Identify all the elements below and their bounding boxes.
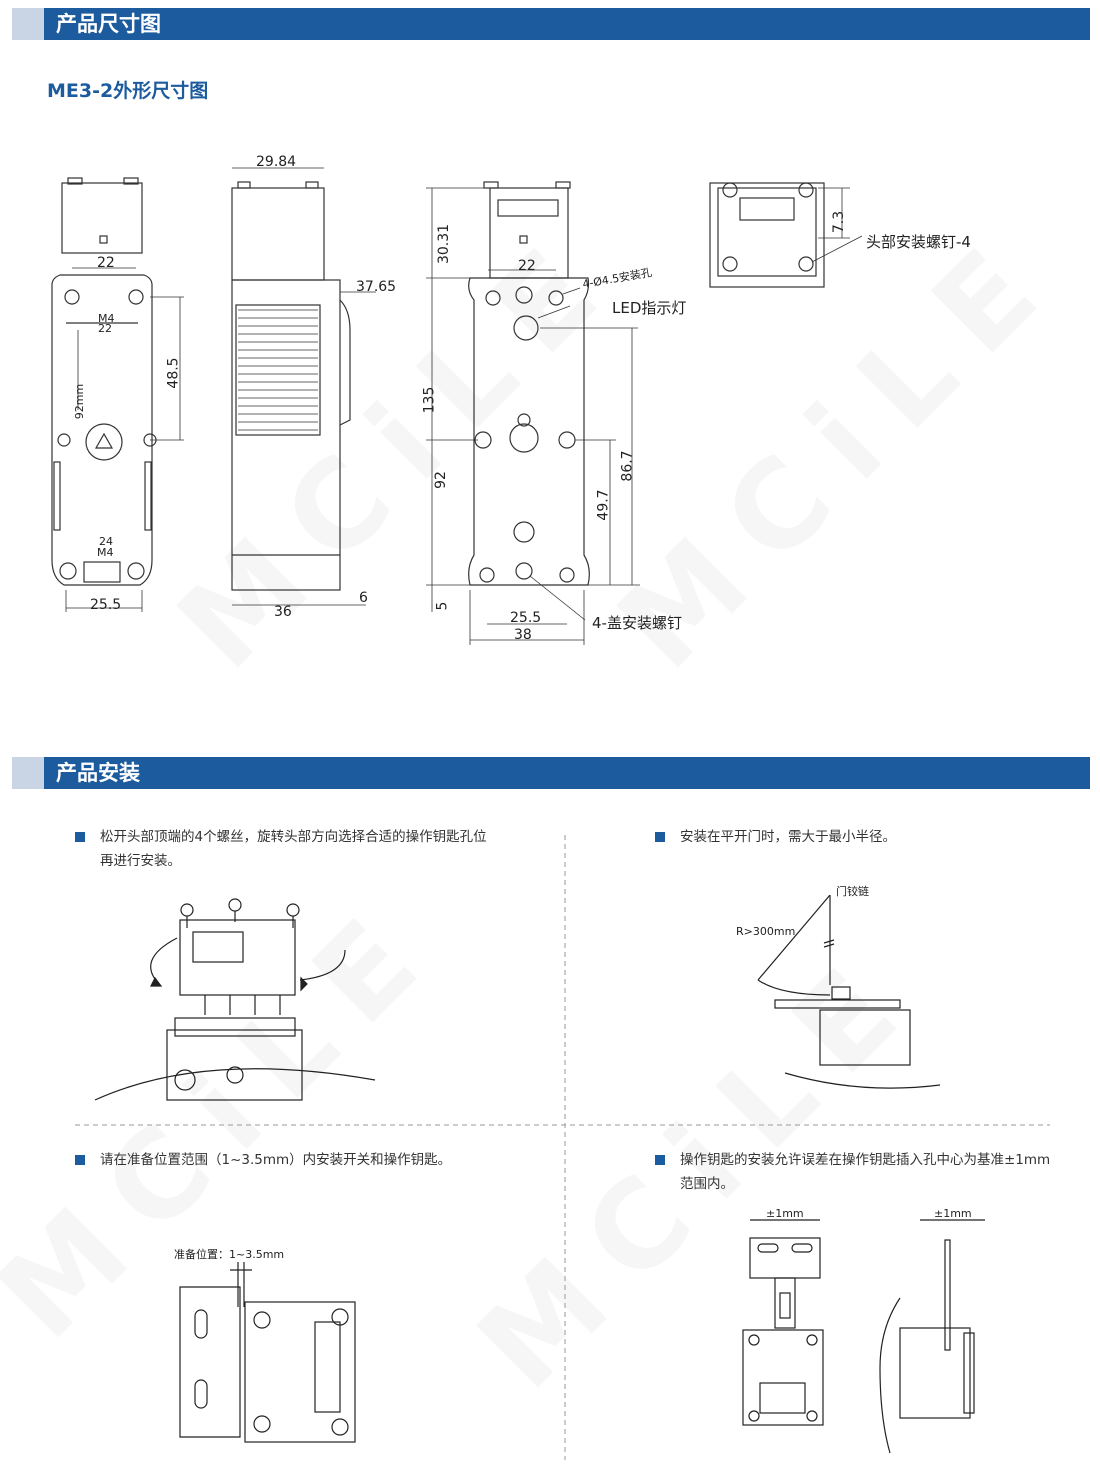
- dim-label: 92mm: [73, 383, 87, 420]
- ready-position-illustration: [179, 1262, 356, 1443]
- dim-label: 22: [98, 322, 112, 335]
- bullet-square: [655, 1155, 665, 1165]
- install-step-4: 操作钥匙的安装允许误差在操作钥匙插入孔中心为基准±1mm范围内。: [655, 1148, 1055, 1196]
- radius-label: R>300mm: [736, 925, 796, 938]
- dim-label: 48.5: [165, 357, 182, 389]
- bullet-square: [75, 832, 85, 842]
- dim-label: 7.3: [831, 210, 848, 234]
- dim-label: M4: [97, 546, 114, 559]
- tolerance-label: ±1mm: [766, 1207, 804, 1220]
- hinge-label: 门铰链: [836, 885, 869, 898]
- dim-label: 22: [97, 255, 115, 271]
- dim-label: M4: [98, 312, 115, 325]
- led-label: LED指示灯: [612, 299, 687, 317]
- section-title: 产品安装: [56, 761, 140, 785]
- header-tab: [12, 757, 44, 789]
- dim-label: 6: [359, 590, 368, 606]
- install-dividers: [75, 835, 1050, 1460]
- dim-label: 49.7: [595, 489, 612, 521]
- drawing-subtitle: ME3-2外形尺寸图: [47, 80, 209, 102]
- step-text: 请在准备位置范围（1~3.5mm）内安装开关和操作钥匙。: [100, 1152, 452, 1168]
- section-header-dimensions: 产品尺寸图: [12, 8, 1090, 40]
- dim-label: 36: [274, 604, 292, 620]
- bullet-square: [655, 832, 665, 842]
- dim-label: 22: [518, 258, 536, 274]
- dim-label: 86.7: [619, 450, 636, 482]
- step-text: 操作钥匙的安装允许误差在操作钥匙插入孔中心为基准±1mm范围内。: [680, 1152, 1051, 1192]
- step-text: 安装在平开门时，需大于最小半径。: [680, 829, 896, 845]
- dim-label: 5: [434, 601, 451, 611]
- dim-label: 29.84: [256, 154, 297, 170]
- dim-label: 24: [99, 535, 113, 548]
- dim-label: 25.5: [90, 597, 122, 613]
- ready-position-label: 准备位置：1~3.5mm: [174, 1248, 285, 1261]
- cover-screw-label: 4-盖安装螺钉: [592, 614, 682, 632]
- door-radius-illustration: [757, 895, 941, 1089]
- key-tolerance-illustration: [742, 1219, 985, 1454]
- dimension-drawing: [51, 167, 863, 645]
- dim-label: 25.5: [510, 610, 542, 626]
- dim-label: 135: [421, 386, 438, 414]
- head-screw-label: 头部安装螺钉-4: [866, 233, 971, 251]
- dim-label: 38: [514, 627, 532, 643]
- head-rotation-illustration: [95, 898, 376, 1101]
- section-header-install: 产品安装: [12, 757, 1090, 789]
- dim-label: 37.65: [356, 279, 397, 295]
- dim-label: 30.31: [436, 223, 453, 265]
- install-step-2: 安装在平开门时，需大于最小半径。: [655, 825, 1055, 849]
- dim-label: 92: [432, 471, 449, 489]
- section-title: 产品尺寸图: [56, 12, 161, 36]
- step-text: 松开头部顶端的4个螺丝，旋转头部方向选择合适的操作钥匙孔位再进行安装。: [100, 829, 487, 869]
- bullet-square: [75, 1155, 85, 1165]
- header-tab: [12, 8, 44, 40]
- install-step-3: 请在准备位置范围（1~3.5mm）内安装开关和操作钥匙。: [75, 1148, 535, 1172]
- tolerance-label: ±1mm: [934, 1207, 972, 1220]
- install-step-1: 松开头部顶端的4个螺丝，旋转头部方向选择合适的操作钥匙孔位再进行安装。: [75, 825, 495, 873]
